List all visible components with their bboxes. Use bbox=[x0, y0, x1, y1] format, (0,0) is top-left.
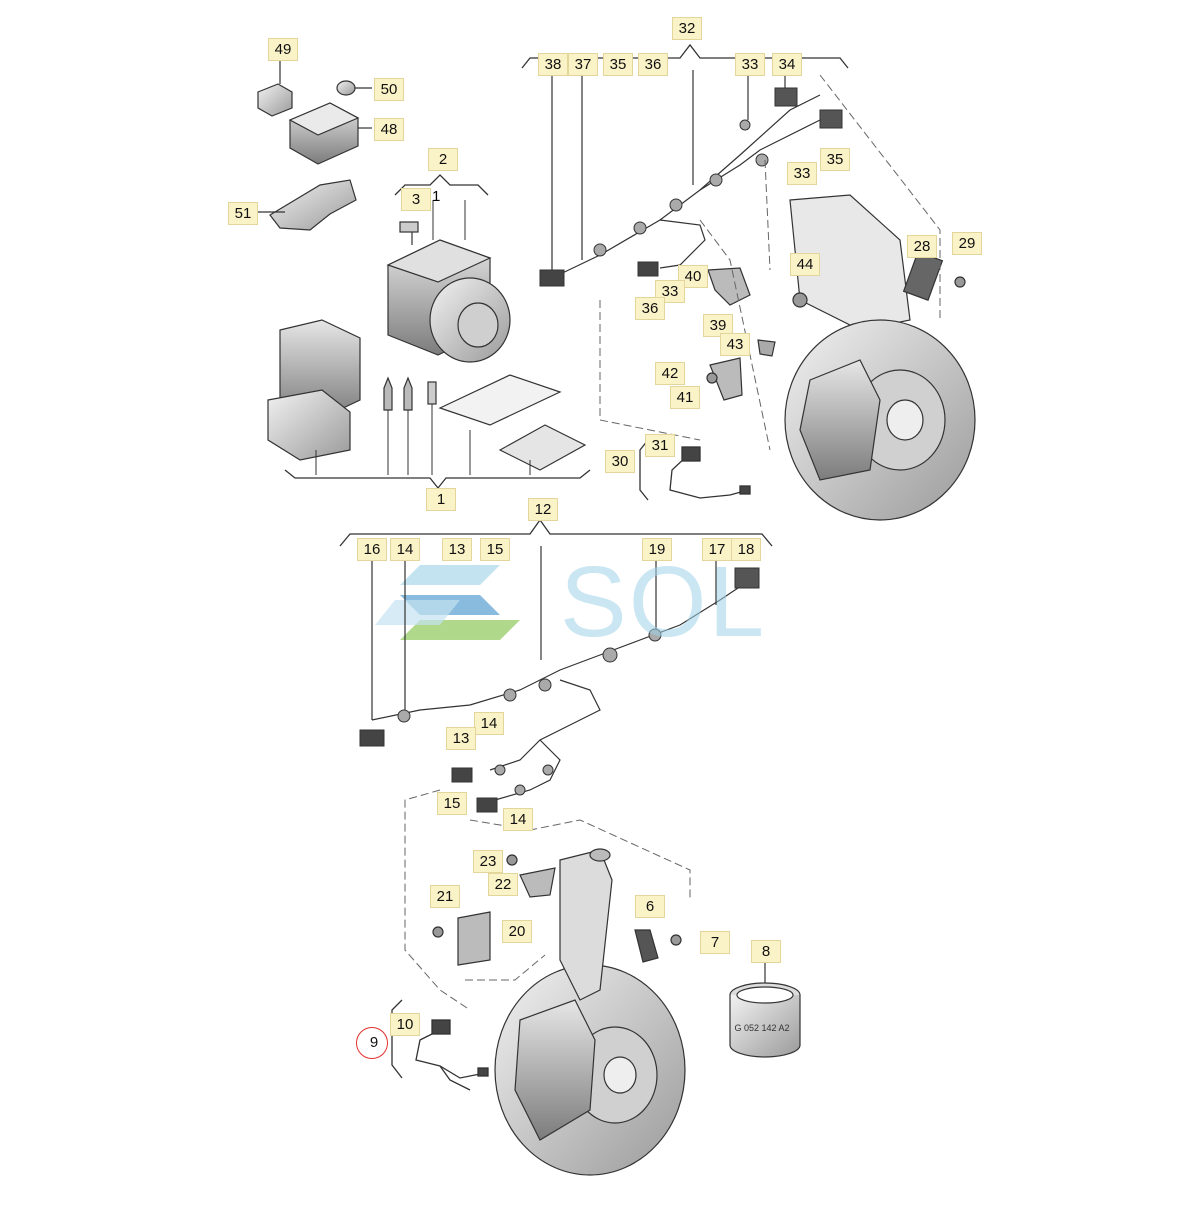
callout-9[interactable]: 9 bbox=[369, 1034, 379, 1051]
callout-20[interactable]: 20 bbox=[502, 920, 532, 943]
front-harness-connectors bbox=[359, 567, 760, 813]
callout-50[interactable]: 50 bbox=[374, 78, 404, 101]
callout-35-top[interactable]: 35 bbox=[603, 53, 633, 76]
callout-44[interactable]: 44 bbox=[790, 253, 820, 276]
front-brake-assembly bbox=[432, 848, 801, 1176]
callout-15-top[interactable]: 15 bbox=[480, 538, 510, 561]
highlight-circle bbox=[356, 1027, 388, 1059]
watermark-text: SOL bbox=[560, 546, 767, 658]
callout-48[interactable]: 48 bbox=[374, 118, 404, 141]
callout-15-mid[interactable]: 15 bbox=[437, 792, 467, 815]
callout-14-top[interactable]: 14 bbox=[390, 538, 420, 561]
callout-2[interactable]: 2 bbox=[428, 148, 458, 171]
rear-dashed-lines bbox=[599, 74, 941, 451]
callout-16[interactable]: 16 bbox=[357, 538, 387, 561]
callout-33-right[interactable]: 33 bbox=[787, 162, 817, 185]
callout-7[interactable]: 7 bbox=[700, 931, 730, 954]
callout-33-top[interactable]: 33 bbox=[735, 53, 765, 76]
callout-13-mid[interactable]: 13 bbox=[446, 727, 476, 750]
callout-18[interactable]: 18 bbox=[731, 538, 761, 561]
callout-1-bottom[interactable]: 1 bbox=[426, 488, 456, 511]
callout-37[interactable]: 37 bbox=[568, 53, 598, 76]
callout-12[interactable]: 12 bbox=[528, 498, 558, 521]
bearing-part-number: G 052 142 A2 bbox=[734, 1023, 789, 1033]
callout-41[interactable]: 41 bbox=[670, 386, 700, 409]
callout-28[interactable]: 28 bbox=[907, 235, 937, 258]
callout-30[interactable]: 30 bbox=[605, 450, 635, 473]
callout-42[interactable]: 42 bbox=[655, 362, 685, 385]
callout-1-top[interactable]: 1 bbox=[432, 188, 441, 205]
callout-49[interactable]: 49 bbox=[268, 38, 298, 61]
callout-29[interactable]: 29 bbox=[952, 232, 982, 255]
rear-sensor-30 bbox=[669, 446, 751, 499]
callout-34[interactable]: 34 bbox=[772, 53, 802, 76]
callout-35-right[interactable]: 35 bbox=[820, 148, 850, 171]
callout-22[interactable]: 22 bbox=[488, 873, 518, 896]
sol-logo-icon bbox=[375, 565, 520, 640]
front-sensor-9 bbox=[415, 1019, 489, 1091]
callout-21[interactable]: 21 bbox=[430, 885, 460, 908]
callout-19[interactable]: 19 bbox=[642, 538, 672, 561]
callout-13-top[interactable]: 13 bbox=[442, 538, 472, 561]
callout-36-mid[interactable]: 36 bbox=[635, 297, 665, 320]
callout-39[interactable]: 39 bbox=[703, 314, 733, 337]
relay-assembly bbox=[257, 60, 372, 231]
callout-3[interactable]: 3 bbox=[401, 188, 431, 211]
callout-14-mid[interactable]: 14 bbox=[474, 712, 504, 735]
callout-17[interactable]: 17 bbox=[702, 538, 732, 561]
callout-43[interactable]: 43 bbox=[720, 333, 750, 356]
callout-31[interactable]: 31 bbox=[645, 434, 675, 457]
callout-51[interactable]: 51 bbox=[228, 202, 258, 225]
callout-8[interactable]: 8 bbox=[751, 940, 781, 963]
callout-38[interactable]: 38 bbox=[538, 53, 568, 76]
callout-6[interactable]: 6 bbox=[635, 895, 665, 918]
rear-harness-connectors bbox=[539, 87, 843, 287]
abs-hydraulic-unit bbox=[267, 200, 587, 475]
callout-10[interactable]: 10 bbox=[390, 1013, 420, 1036]
callout-36-top[interactable]: 36 bbox=[638, 53, 668, 76]
callout-40[interactable]: 40 bbox=[678, 265, 708, 288]
callout-23[interactable]: 23 bbox=[473, 850, 503, 873]
callout-32[interactable]: 32 bbox=[672, 17, 702, 40]
callout-14-low[interactable]: 14 bbox=[503, 808, 533, 831]
